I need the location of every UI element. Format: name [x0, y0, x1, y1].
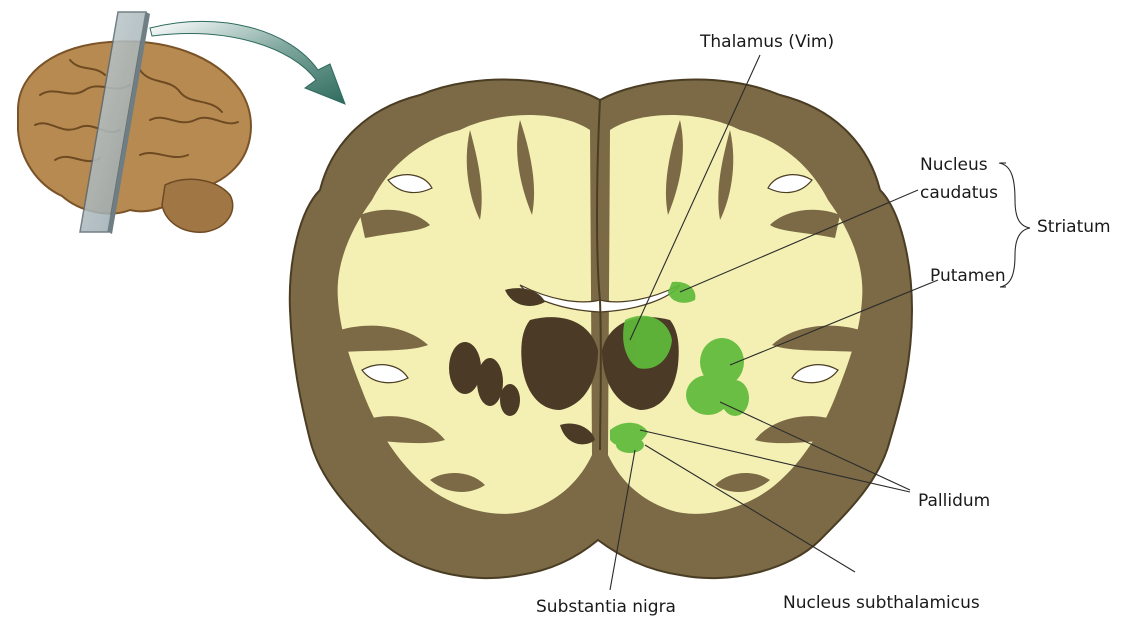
- whole-brain-icon: [18, 12, 251, 234]
- label-substantia-nigra: Substantia nigra: [536, 597, 676, 617]
- label-nucleus-caudatus-line2: caudatus: [920, 183, 998, 203]
- label-nucleus-caudatus-line1: Nucleus: [920, 155, 988, 175]
- label-thalamus: Thalamus (Vim): [700, 32, 834, 52]
- label-putamen: Putamen: [930, 266, 1006, 286]
- label-striatum: Striatum: [1037, 217, 1111, 237]
- label-pallidum: Pallidum: [918, 491, 990, 511]
- label-nucleus-subthalamicus: Nucleus subthalamicus: [783, 593, 980, 613]
